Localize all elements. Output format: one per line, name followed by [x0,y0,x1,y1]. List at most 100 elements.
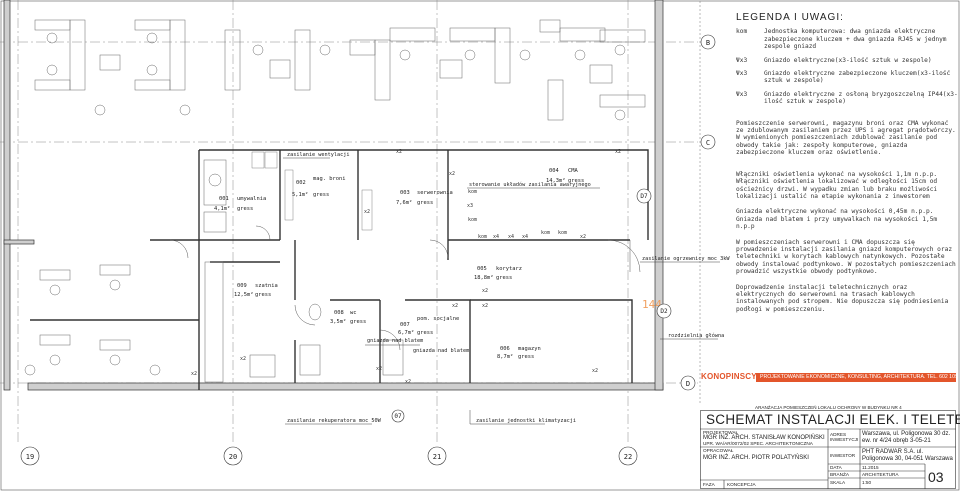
svg-text:gress: gress [417,200,433,206]
drawing-title: SCHEMAT INSTALACJI ELEK. I TELETECH. [706,412,960,427]
svg-text:magazyn: magazyn [518,346,541,352]
svg-text:003: 003 [400,190,410,196]
title-block-note: ARANŻACJA POMIESZCZEŃ LOKALU OCHRONY W B… [755,405,902,410]
svg-text:pom. socjalne: pom. socjalne [417,316,459,322]
svg-text:12,5m²: 12,5m² [234,291,253,298]
svg-text:009: 009 [237,283,247,289]
prepared-by-label: OPRACOWAŁ [703,448,734,453]
sheet-number: 03 [928,469,944,485]
legend-note: Pomieszczenie serwerowni, magazynu broni… [736,119,956,157]
svg-text:umywalnia: umywalnia [237,196,266,202]
grid-axis-label: 22 [624,453,632,461]
socket-label: x2 [364,209,370,215]
computer-unit-label: kom [558,230,567,236]
computer-unit-label: kom [541,230,550,236]
brand-tagline-bar: PROJEKTOWANIE EKONOMICZNE, KONSULTING, A… [756,373,960,382]
scale-label: SKALA [830,480,846,485]
prepared-by-value: MGR INŻ. ARCH. PIOTR POLATYŃSKI [703,455,809,461]
investor-label: INWESTOR [830,453,856,458]
designer-license: UPR. WA/AR/0072/02 SPEC. ARCHITEKTONICZN… [703,441,813,446]
svg-text:004: 004 [549,168,559,174]
svg-text:wc: wc [350,310,357,316]
room-006: 006 magazyn 8,7m² gress [497,346,541,360]
socket-label: x2 [376,366,382,372]
legend-text: Jednostka komputerowa: dwa gniazda elekt… [764,28,947,51]
svg-text:CMA: CMA [568,168,578,174]
socket-label: x4 [522,234,528,240]
svg-text:4,1m²: 4,1m² [214,205,230,212]
legend-title: LEGENDA I UWAGI: [736,12,844,23]
socket-label: x2 [240,356,246,362]
svg-text:gress: gress [350,319,366,325]
annotation-counter-sockets: gniazda nad blatem [367,338,423,344]
legend-panel: LEGENDA I UWAGI: kom Jednostka komputero… [736,12,958,321]
phase-label: FAZA [703,482,715,487]
annotation-heater: zasilanie ogrzewnicy moc 3kW [642,256,730,262]
socket-label: x2 [396,149,402,155]
svg-text:gress: gress [417,330,433,336]
room-001: 001 umywalnia 4,1m² gress [214,196,266,212]
socket-label: x2 [449,171,455,177]
room-003: 003 serwerownia 7,6m² gress [396,190,453,206]
key-socket-icon: Ψx3 [736,70,748,78]
title-block-frame [700,410,956,489]
grid-axis-label: 19 [26,453,34,461]
socket-icon: Ψx3 [736,56,748,64]
svg-text:005: 005 [477,266,487,272]
svg-text:18,8m²: 18,8m² [474,274,493,281]
legend-note: Włączniki oświetlenia wykonać na wysokoś… [736,170,938,200]
legend-note: Doprowadzenie instalacji teletechnicznyc… [736,283,949,313]
socket-label: x2 [452,303,458,309]
address-label: ADRES INWESTYCJI [830,432,859,443]
svg-text:gress: gress [313,192,329,198]
annotation-air-conditioning: zasilanie jednostki klimatyzacji [476,418,576,424]
svg-text:serwerownia: serwerownia [417,190,453,196]
section-tag: D2 [660,308,668,315]
room-002: 002 mag. broni 5,1m² gress [292,176,345,198]
room-004: 004 CMA 14,3m² gress [546,168,584,184]
socket-label: x3 [467,203,473,209]
date-value: 11.2015 [862,465,879,470]
svg-text:gress: gress [496,275,512,281]
annotation-ventilation: zasilanie wentylacji [287,152,349,158]
grid-axis-label: B [706,39,710,47]
legend-note: W pomieszczeniach serwerowni i CMA dopus… [736,238,956,276]
investor-value: PHT RADWAR S.A. ul. Poligonowa 30, 04-05… [862,449,953,462]
svg-text:5,1m²: 5,1m² [292,191,308,198]
legend-socket: Ψx3 Gniazdo elektryczne(x3-ilość sztuk w… [736,57,958,64]
svg-text:mag. broni: mag. broni [313,176,345,182]
svg-text:korytarz: korytarz [496,266,522,272]
room-007: 007 pom. socjalne 6,7m² gress [398,316,459,336]
legend-ip44-socket: Ψx3 Gniazdo elektryczne z osłoną bryzgos… [736,91,958,106]
svg-text:007: 007 [400,322,410,328]
annotation-main-switchboard: rozdzielnia główna [668,332,724,339]
svg-text:001: 001 [219,196,229,202]
legend-note: Gniazda elektryczne wykonać na wysokości… [736,208,938,231]
socket-label: x4 [493,234,499,240]
socket-label: x2 [191,371,197,377]
svg-text:006: 006 [500,346,510,352]
room-009: 009 szatnia 12,5m² gress [234,283,278,298]
phase-value: KONCEPCJA [727,482,756,487]
socket-label: x2 [405,379,411,385]
room-008: 008 wc 3,5m² gress [330,310,366,325]
discipline-label: BRANŻA [830,472,850,477]
ip44-socket-icon: Ψx3 [736,90,748,98]
svg-text:gress: gress [568,178,584,184]
svg-text:3,5m²: 3,5m² [330,318,346,325]
legend-text: Gniazdo elektryczne z osłoną bryzgoszcze… [764,90,958,106]
computer-unit-label: kom [468,189,477,195]
dimension-label: 144 [642,298,662,311]
scale-value: 1:50 [862,480,872,485]
title-block: ARANŻACJA POMIESZCZEŃ LOKALU OCHRONY W B… [700,405,960,489]
socket-label: x4 [508,234,514,240]
svg-text:gress: gress [518,354,534,360]
section-tag: D7 [640,193,648,200]
annotation-counter-sockets-2: gniazda nad blatem [413,348,469,354]
legend-computer-unit: kom Jednostka komputerowa: dwa gniazda e… [736,28,958,50]
discipline-value: ARCHITEKTURA [862,472,899,477]
svg-text:8,7m²: 8,7m² [497,353,513,360]
computer-unit-icon: kom [736,28,748,36]
svg-text:002: 002 [296,180,306,186]
